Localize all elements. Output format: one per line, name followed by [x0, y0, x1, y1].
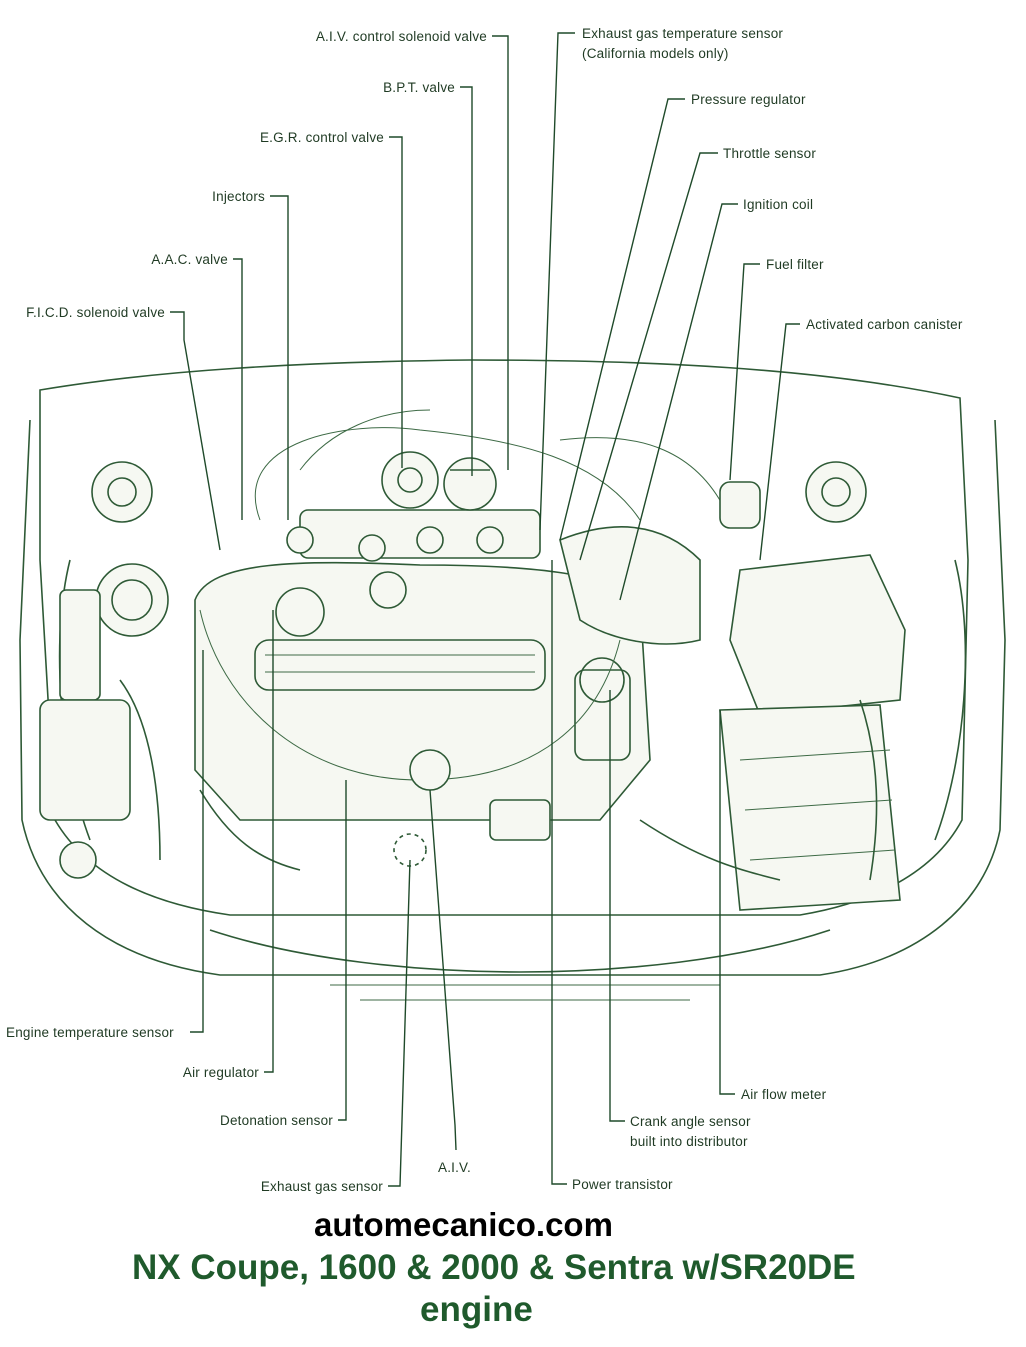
- label-built-into-distributor: built into distributor: [630, 1134, 748, 1149]
- label-fuel-filter: Fuel filter: [766, 257, 824, 272]
- label-activated-carbon-canister: Activated carbon canister: [806, 317, 963, 332]
- label-air-flow-meter: Air flow meter: [741, 1087, 827, 1102]
- label-ficd-solenoid-valve: F.I.C.D. solenoid valve: [26, 305, 165, 320]
- engine-compartment-diagram: A.I.V. control solenoid valve B.P.T. val…: [6, 26, 1006, 1194]
- label-throttle-sensor: Throttle sensor: [723, 146, 816, 161]
- label-crank-angle-sensor: Crank angle sensor: [630, 1114, 751, 1129]
- label-engine-temperature-sensor: Engine temperature sensor: [6, 1025, 174, 1040]
- label-bpt-valve: B.P.T. valve: [383, 80, 455, 95]
- label-detonation-sensor: Detonation sensor: [220, 1113, 333, 1128]
- website-watermark: automecanico.com: [314, 1206, 613, 1243]
- diagram-title-line-2: engine: [420, 1290, 533, 1329]
- label-pressure-regulator: Pressure regulator: [691, 92, 806, 107]
- label-aiv-control-solenoid-valve: A.I.V. control solenoid valve: [316, 29, 487, 44]
- label-california-models-only: (California models only): [582, 46, 729, 61]
- label-air-regulator: Air regulator: [183, 1065, 259, 1080]
- label-exhaust-gas-temperature-sensor: Exhaust gas temperature sensor: [582, 26, 783, 41]
- label-ignition-coil: Ignition coil: [743, 197, 813, 212]
- label-aiv: A.I.V.: [438, 1160, 471, 1175]
- label-injectors: Injectors: [212, 189, 265, 204]
- engine-compartment-drawing: [19, 359, 1006, 1001]
- label-power-transistor: Power transistor: [572, 1177, 673, 1192]
- label-egr-control-valve: E.G.R. control valve: [260, 130, 384, 145]
- label-aac-valve: A.A.C. valve: [151, 252, 228, 267]
- diagram-title-line-1: NX Coupe, 1600 & 2000 & Sentra w/SR20DE: [132, 1248, 856, 1287]
- part-labels: A.I.V. control solenoid valve B.P.T. val…: [6, 26, 963, 1194]
- leader-lines: [170, 32, 800, 1187]
- label-exhaust-gas-sensor: Exhaust gas sensor: [261, 1179, 383, 1194]
